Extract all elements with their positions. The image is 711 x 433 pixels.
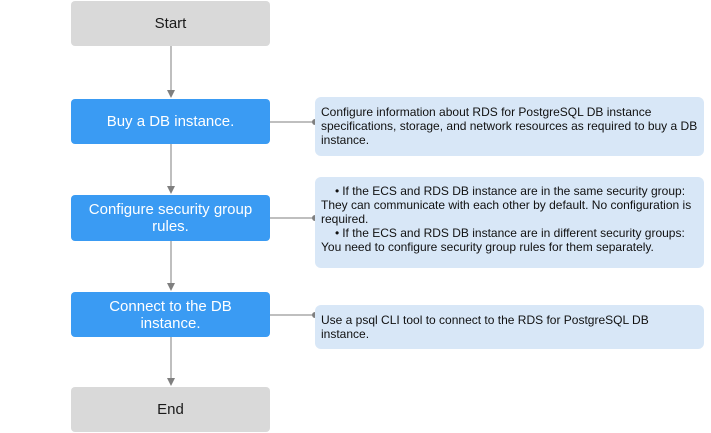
start-node: Start <box>71 1 270 46</box>
note-security-bullet-1-title: If the ECS and RDS DB instance are in th… <box>342 184 686 198</box>
end-label: End <box>157 401 184 418</box>
step-connect-db-instance: Connect to the DB instance. <box>71 292 270 337</box>
start-label: Start <box>154 15 187 32</box>
note-buy: Configure information about RDS for Post… <box>315 97 704 156</box>
end-node: End <box>71 387 270 432</box>
note-security-bullet-2-text: You need to configure security group rul… <box>321 240 654 254</box>
step-buy-db-instance: Buy a DB instance. <box>71 99 270 144</box>
note-connect: Use a psql CLI tool to connect to the RD… <box>315 305 704 349</box>
note-security-bullet-2: •If the ECS and RDS DB instance are in d… <box>321 226 698 240</box>
step-buy-label: Buy a DB instance. <box>106 113 235 130</box>
note-security-bullet-2-title: If the ECS and RDS DB instance are in di… <box>342 226 685 240</box>
note-security-bullet-1-text: They can communicate with each other by … <box>321 198 692 226</box>
bullet-icon: • <box>335 226 340 240</box>
note-buy-text: Configure information about RDS for Post… <box>321 105 698 147</box>
step-configure-security-group: Configure security group rules. <box>71 195 270 241</box>
note-security: •If the ECS and RDS DB instance are in t… <box>315 177 704 268</box>
note-security-bullet-1: •If the ECS and RDS DB instance are in t… <box>321 184 698 198</box>
step-configure-label: Configure security group rules. <box>88 201 253 235</box>
bullet-icon: • <box>335 184 340 198</box>
step-connect-label: Connect to the DB instance. <box>109 297 232 332</box>
note-connect-text: Use a psql CLI tool to connect to the RD… <box>321 313 649 341</box>
